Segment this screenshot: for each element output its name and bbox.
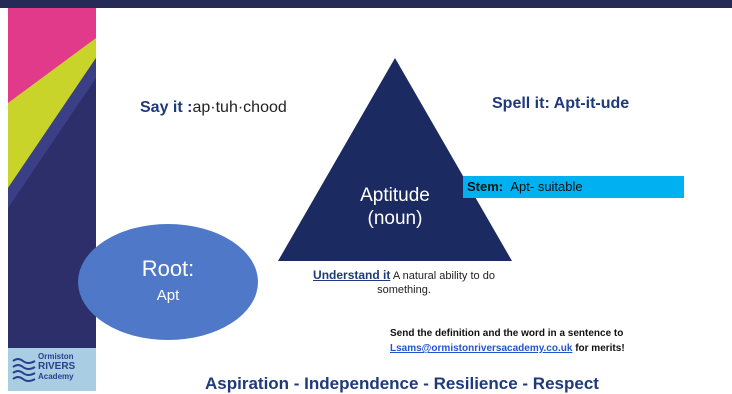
email-link[interactable]: Lsams@ormistonriversacademy.co.uk xyxy=(390,343,573,354)
stem-text: Apt- suitable xyxy=(510,179,583,194)
understand-label: Understand it xyxy=(313,268,391,282)
top-bar xyxy=(0,0,732,8)
part-of-speech: (noun) xyxy=(367,208,423,229)
spell-it: Spell it: Apt-it-ude xyxy=(492,95,630,112)
word-triangle xyxy=(278,58,512,261)
logo-line2: RIVERS xyxy=(38,361,76,372)
say-it: Say it :ap·tuh·chood xyxy=(140,99,287,117)
wave-icon xyxy=(12,358,36,382)
send-suffix: for merits! xyxy=(572,343,625,354)
logo-text: Ormiston RIVERS Academy xyxy=(38,352,94,381)
logo-line1: Ormiston xyxy=(38,352,74,361)
triangle-text: Aptitude (noun) xyxy=(318,184,472,230)
say-it-text: ap·tuh·chood xyxy=(192,99,287,116)
academy-logo: Ormiston RIVERS Academy xyxy=(8,348,96,391)
understand-text: A natural ability to do something. xyxy=(377,270,495,296)
word-title: Aptitude xyxy=(360,185,430,206)
root-circle: Root: Apt xyxy=(78,224,258,340)
send-instructions: Send the definition and the word in a se… xyxy=(390,326,625,356)
root-text: Apt xyxy=(156,287,180,304)
stem-box: Stem: Apt- suitable xyxy=(463,176,684,198)
logo-line3: Academy xyxy=(38,372,74,381)
school-motto: Aspiration - Independence - Resilience -… xyxy=(205,374,599,393)
send-line1: Send the definition and the word in a se… xyxy=(390,328,624,339)
stem-label: Stem: xyxy=(467,179,504,194)
sidebar-decoration xyxy=(8,8,96,391)
say-it-label: Say it : xyxy=(140,99,193,116)
understand-it: Understand it A natural ability to do so… xyxy=(290,268,518,297)
root-label: Root: xyxy=(141,256,195,281)
